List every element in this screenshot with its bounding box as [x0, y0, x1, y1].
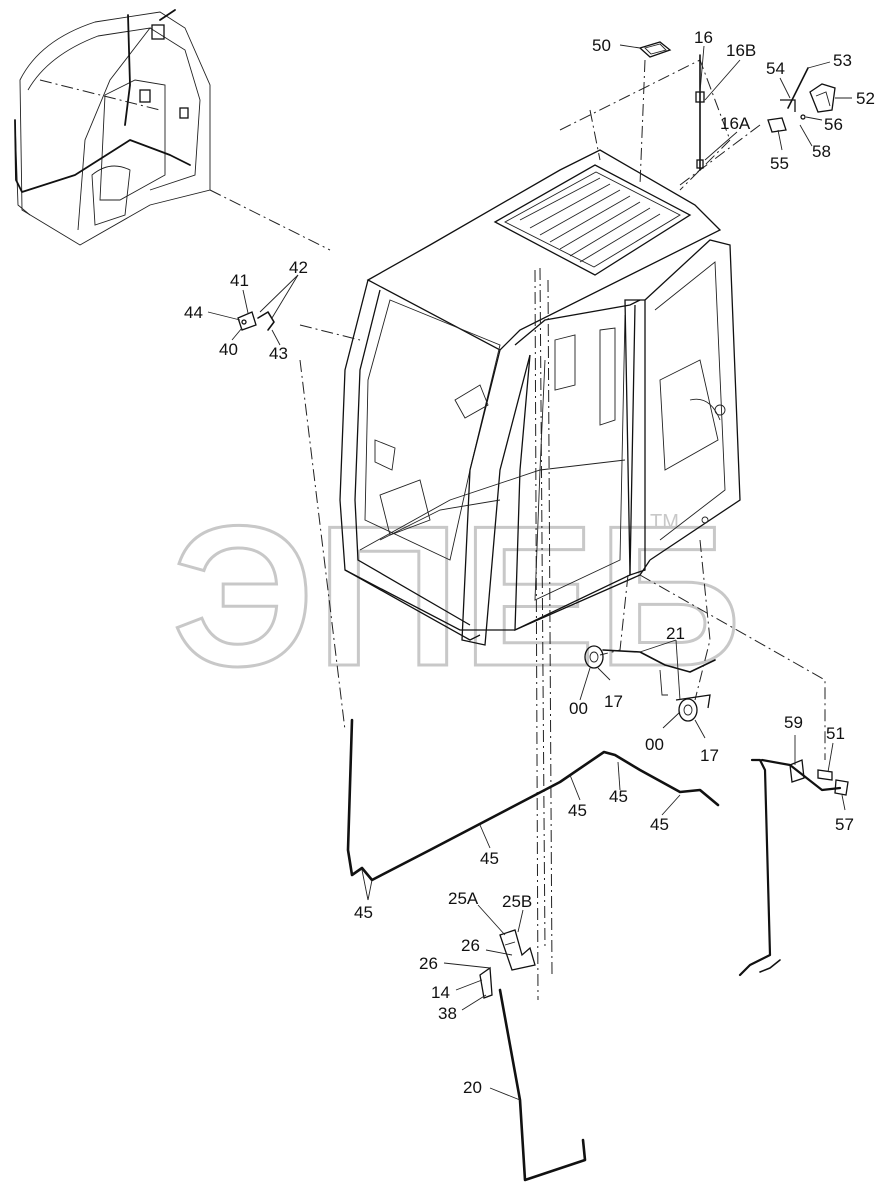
- callout-17-right: 17: [700, 746, 719, 765]
- callout-16a: 16A: [720, 114, 751, 133]
- part-40-44-bracket: [237, 311, 275, 331]
- callout-25a: 25A: [448, 889, 479, 908]
- callout-42: 42: [289, 258, 308, 277]
- sunroof-louvers: [519, 177, 661, 263]
- callout-38: 38: [438, 1004, 457, 1023]
- callout-26-lower: 26: [419, 954, 438, 973]
- callout-45-c: 45: [650, 815, 669, 834]
- callout-16: 16: [694, 28, 713, 47]
- callout-00-left: 00: [569, 699, 588, 718]
- callout-40: 40: [219, 340, 238, 359]
- leader-lines: [207, 44, 852, 1101]
- part-50-roof-lamp: [638, 41, 672, 58]
- callout-45-d: 45: [480, 849, 499, 868]
- callout-59: 59: [784, 713, 803, 732]
- callout-labels: 50 16 16B 54 53 52 16A 56 58 55 42 41 44…: [184, 28, 875, 1097]
- callout-41: 41: [230, 271, 249, 290]
- callout-52: 52: [856, 89, 875, 108]
- callout-45-e: 45: [354, 903, 373, 922]
- callout-21: 21: [666, 624, 685, 643]
- part-21-speaker-harness: [584, 645, 716, 722]
- callout-16b: 16B: [726, 41, 756, 60]
- part-59-right-harness: [738, 758, 849, 977]
- callout-45-b: 45: [609, 787, 628, 806]
- callout-57: 57: [835, 815, 854, 834]
- callout-55: 55: [770, 154, 789, 173]
- callout-17-left: 17: [604, 692, 623, 711]
- part-16-antenna-wire: [695, 54, 705, 171]
- part-45-main-harness: [346, 718, 720, 882]
- callout-00-right: 00: [645, 735, 664, 754]
- watermark-trademark: TM: [650, 511, 679, 533]
- callout-50: 50: [592, 36, 611, 55]
- part-52-53-54-55-56-58-bracket: [767, 67, 836, 133]
- callout-14: 14: [431, 983, 450, 1002]
- inset-cab-view: [14, 9, 211, 246]
- watermark: ЭПЕБ TM: [171, 484, 743, 710]
- callout-43: 43: [269, 344, 288, 363]
- part-25-26-bracket: [479, 929, 536, 999]
- callout-53: 53: [833, 51, 852, 70]
- callout-56: 56: [824, 115, 843, 134]
- callout-25b: 25B: [502, 892, 532, 911]
- watermark-text: ЭПЕБ: [172, 485, 743, 708]
- callout-26-upper: 26: [461, 936, 480, 955]
- callout-51: 51: [826, 724, 845, 743]
- callout-58: 58: [812, 142, 831, 161]
- callout-54: 54: [766, 59, 785, 78]
- callout-20: 20: [463, 1078, 482, 1097]
- cab-frame: [339, 149, 741, 646]
- alignment-lines: [39, 59, 826, 1001]
- callout-45-a: 45: [568, 801, 587, 820]
- callout-44: 44: [184, 303, 203, 322]
- part-20-lower-harness: [498, 988, 587, 1182]
